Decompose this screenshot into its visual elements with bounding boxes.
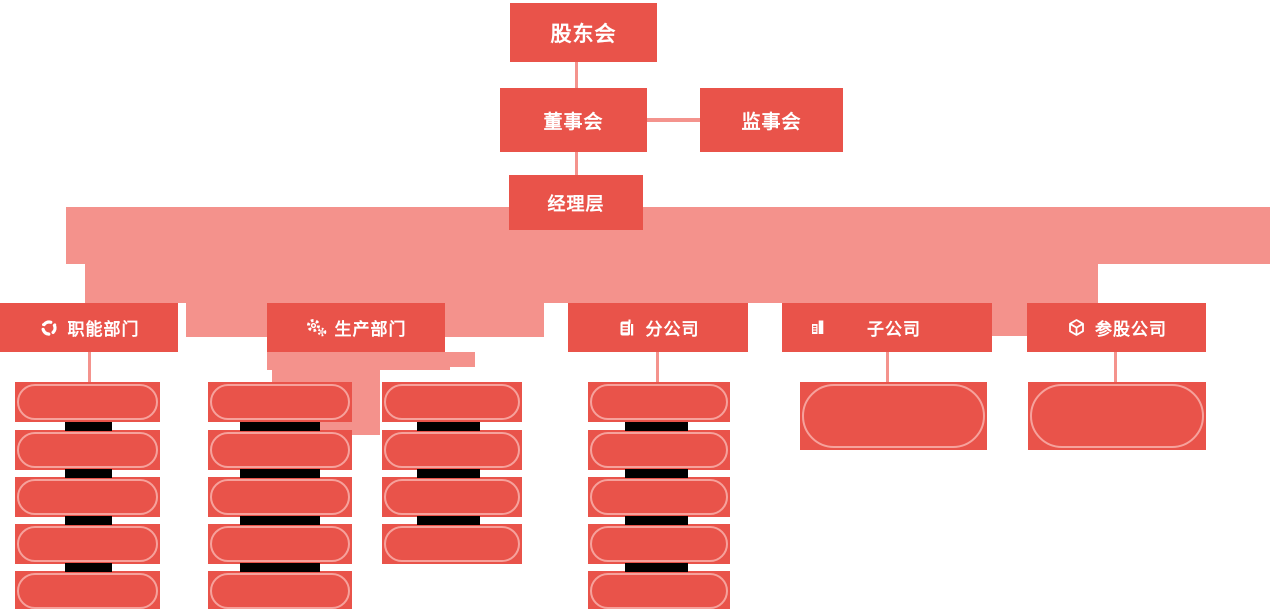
redacted-bar [65, 516, 112, 525]
redacted-bar [625, 422, 688, 431]
placeholder-pill [208, 382, 352, 422]
pill-column-production-left [208, 382, 352, 609]
connector-band-lower [85, 264, 1098, 303]
dept-header-functional-label: 职能部门 [67, 320, 140, 339]
redacted-bar [240, 469, 320, 478]
connector-band-main [66, 207, 1270, 264]
connector-band-gap-functional-production [186, 303, 267, 337]
placeholder-pill [382, 477, 522, 517]
node-management-label: 经理层 [547, 193, 605, 214]
redacted-bar [65, 422, 112, 431]
dept-header-invested: 参股公司 [1027, 303, 1206, 352]
dept-header-invested-label: 参股公司 [1095, 320, 1167, 339]
placeholder-pill [15, 571, 160, 609]
node-management: 经理层 [509, 175, 643, 230]
placeholder-pill [588, 524, 730, 564]
redacted-bar [625, 563, 688, 572]
pill-column-branch [588, 382, 730, 609]
connector-board-supervisory [646, 118, 701, 122]
connector-band-under-production-right [420, 352, 475, 367]
placeholder-pill [15, 477, 160, 517]
connector-band-gap-production-branch [445, 303, 544, 337]
subsidiary-placeholder-pill [800, 382, 987, 450]
redacted-bar [240, 563, 320, 572]
office-building-icon [617, 318, 637, 338]
dept-header-branch: 分公司 [568, 303, 748, 352]
invested-placeholder-pill [1028, 382, 1206, 450]
connector-functional-list [88, 352, 91, 383]
node-board: 董事会 [500, 88, 647, 152]
placeholder-pill [588, 382, 730, 422]
cube-icon [1066, 318, 1086, 338]
placeholder-pill [15, 524, 160, 564]
dept-header-production-label: 生产部门 [334, 320, 407, 339]
buildings-icon [808, 317, 828, 337]
dept-header-production: 生产部门 [267, 303, 445, 352]
node-board-label: 董事会 [543, 111, 604, 133]
dept-header-subsidiary-label: 子公司 [867, 320, 921, 339]
circular-arrows-icon [39, 318, 59, 338]
pill-column-functional [15, 382, 160, 609]
placeholder-pill [588, 571, 730, 609]
node-supervisory: 监事会 [700, 88, 843, 152]
connector-board-management [575, 152, 578, 175]
placeholder-pill [588, 477, 730, 517]
placeholder-pill [208, 430, 352, 470]
redacted-bar [65, 469, 112, 478]
placeholder-pill [588, 430, 730, 470]
redacted-bar [417, 422, 480, 431]
placeholder-pill [15, 430, 160, 470]
redacted-bar [65, 563, 112, 572]
dept-header-functional: 职能部门 [0, 303, 178, 352]
connector-band-gap-subsidiary-invested [992, 303, 1027, 336]
gears-icon [306, 318, 326, 338]
redacted-bar [625, 469, 688, 478]
redacted-bar [240, 422, 320, 431]
connector-shareholders-board [575, 62, 578, 88]
placeholder-pill [382, 524, 522, 564]
placeholder-pill [382, 382, 522, 422]
pill-column-production-right [382, 382, 522, 564]
node-shareholders-label: 股东会 [550, 22, 617, 46]
dept-header-branch-label: 分公司 [645, 320, 700, 339]
redacted-bar [625, 516, 688, 525]
placeholder-pill [382, 430, 522, 470]
connector-subsidiary-pill [886, 352, 889, 383]
placeholder-pill [208, 524, 352, 564]
redacted-bar [417, 469, 480, 478]
node-supervisory-label: 监事会 [741, 111, 802, 133]
node-shareholders: 股东会 [510, 3, 657, 62]
placeholder-pill [208, 571, 352, 609]
placeholder-pill [15, 382, 160, 422]
dept-header-subsidiary: 子公司 [782, 303, 992, 352]
redacted-bar [417, 516, 480, 525]
placeholder-pill [208, 477, 352, 517]
redacted-bar [240, 516, 320, 525]
connector-invested-pill [1114, 352, 1117, 383]
connector-branch-list [656, 352, 659, 383]
